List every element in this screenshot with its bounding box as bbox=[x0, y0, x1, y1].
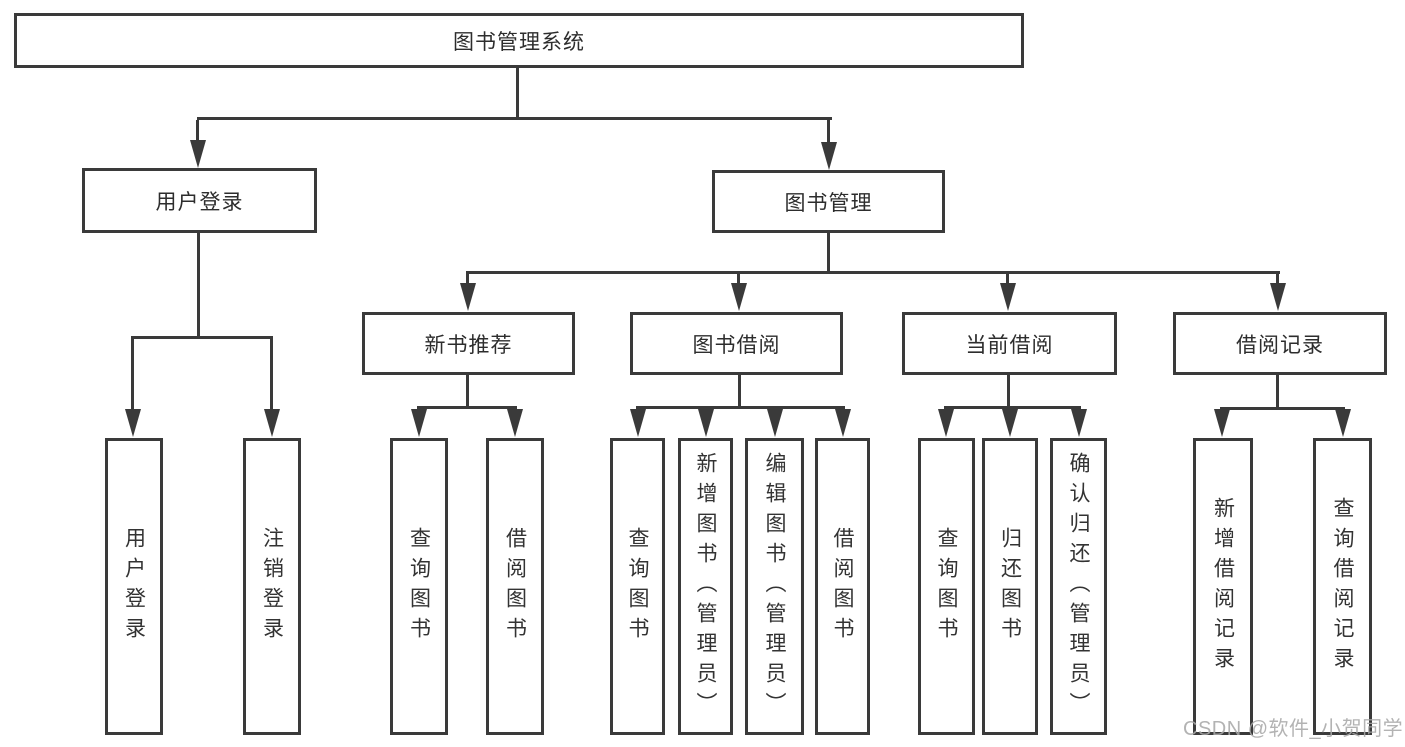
leaf-edit-book-admin-label: 编辑图书（管理员） bbox=[763, 451, 786, 722]
connector-book-management-stem bbox=[827, 233, 830, 271]
connector-book-borrow-stem bbox=[738, 375, 741, 406]
arrowhead-leaf-logout bbox=[264, 409, 280, 437]
arrowhead-leaf-borrow-2 bbox=[835, 409, 851, 437]
connector-to-current-borrow bbox=[1006, 274, 1009, 287]
node-current-borrow-label: 当前借阅 bbox=[965, 333, 1054, 357]
leaf-recommend-query-book: 查询图书 bbox=[390, 438, 448, 735]
node-borrow-records: 借阅记录 bbox=[1173, 312, 1387, 375]
leaf-recommend-borrow-book: 借阅图书 bbox=[486, 438, 544, 735]
connector-book-management-rail bbox=[466, 271, 1280, 274]
node-book-borrow-label: 图书借阅 bbox=[692, 333, 781, 357]
arrowhead-book-management bbox=[821, 142, 837, 170]
connector-to-new-book-recommend bbox=[466, 274, 469, 287]
connector-book-borrow-rail bbox=[636, 406, 845, 409]
leaf-query-borrow-record: 查询借阅记录 bbox=[1313, 438, 1372, 735]
leaf-logout: 注销登录 bbox=[243, 438, 301, 735]
arrowhead-leaf-query-record bbox=[1335, 409, 1351, 437]
arrowhead-user-login bbox=[190, 140, 206, 168]
leaf-query-borrow-record-label: 查询借阅记录 bbox=[1331, 496, 1354, 677]
leaf-edit-book-admin: 编辑图书（管理员） bbox=[745, 438, 804, 735]
connector-borrow-records-stem bbox=[1276, 375, 1279, 407]
leaf-logout-label: 注销登录 bbox=[260, 526, 284, 647]
csdn-watermark: CSDN @软件_小贺同学 bbox=[1183, 718, 1404, 740]
arrowhead-book-borrow bbox=[731, 283, 747, 311]
connector-current-borrow-rail bbox=[944, 406, 1081, 409]
node-root: 图书管理系统 bbox=[14, 13, 1024, 68]
leaf-return-book: 归还图书 bbox=[982, 438, 1038, 735]
arrowhead-leaf-query-3 bbox=[938, 409, 954, 437]
leaf-borrow-book-label: 借阅图书 bbox=[831, 526, 854, 647]
node-current-borrow: 当前借阅 bbox=[902, 312, 1117, 375]
arrowhead-leaf-query-2 bbox=[630, 409, 646, 437]
leaf-current-query-book-label: 查询图书 bbox=[935, 526, 958, 647]
node-new-book-recommend-label: 新书推荐 bbox=[424, 333, 513, 357]
arrowhead-leaf-add-record bbox=[1214, 409, 1230, 437]
leaf-borrow-query-book: 查询图书 bbox=[610, 438, 665, 735]
node-book-management: 图书管理 bbox=[712, 170, 945, 233]
arrowhead-leaf-user-login bbox=[125, 409, 141, 437]
leaf-add-book-admin: 新增图书（管理员） bbox=[678, 438, 733, 735]
leaf-current-query-book: 查询图书 bbox=[918, 438, 975, 735]
leaf-recommend-query-book-label: 查询图书 bbox=[407, 526, 431, 647]
leaf-user-login-label: 用户登录 bbox=[122, 526, 146, 647]
node-root-label: 图书管理系统 bbox=[453, 30, 585, 54]
connector-to-borrow-records bbox=[1276, 274, 1279, 287]
connector-current-borrow-stem bbox=[1007, 375, 1010, 406]
leaf-user-login: 用户登录 bbox=[105, 438, 163, 735]
connector-root-stem bbox=[516, 68, 519, 117]
node-user-login-label: 用户登录 bbox=[155, 190, 244, 214]
arrowhead-leaf-return-book bbox=[1002, 409, 1018, 437]
arrowhead-current-borrow bbox=[1000, 283, 1016, 311]
leaf-add-book-admin-label: 新增图书（管理员） bbox=[694, 451, 717, 722]
connector-root-rail bbox=[197, 117, 832, 120]
leaf-return-book-label: 归还图书 bbox=[998, 526, 1022, 647]
leaf-recommend-borrow-book-label: 借阅图书 bbox=[503, 526, 527, 647]
node-new-book-recommend: 新书推荐 bbox=[362, 312, 575, 375]
connector-user-login-stem bbox=[197, 233, 200, 336]
connector-to-book-management bbox=[827, 120, 830, 147]
connector-borrow-records-rail bbox=[1220, 407, 1345, 410]
arrowhead-borrow-records bbox=[1270, 283, 1286, 311]
node-user-login: 用户登录 bbox=[82, 168, 317, 233]
connector-to-leaf-user-login bbox=[131, 339, 134, 413]
leaf-confirm-return-admin: 确认归还（管理员） bbox=[1050, 438, 1107, 735]
leaf-borrow-book: 借阅图书 bbox=[815, 438, 870, 735]
leaf-add-borrow-record-label: 新增借阅记录 bbox=[1211, 496, 1235, 677]
arrowhead-leaf-add-book bbox=[698, 409, 714, 437]
connector-user-login-rail bbox=[131, 336, 273, 339]
arrowhead-new-book-recommend bbox=[460, 283, 476, 311]
connector-to-leaf-logout bbox=[270, 339, 273, 413]
connector-to-book-borrow bbox=[737, 274, 740, 287]
leaf-confirm-return-admin-label: 确认归还（管理员） bbox=[1067, 451, 1090, 722]
leaf-add-borrow-record: 新增借阅记录 bbox=[1193, 438, 1253, 735]
arrowhead-leaf-confirm-return bbox=[1071, 409, 1087, 437]
node-book-borrow: 图书借阅 bbox=[630, 312, 843, 375]
arrowhead-leaf-borrow-1 bbox=[507, 409, 523, 437]
node-borrow-records-label: 借阅记录 bbox=[1236, 333, 1324, 357]
arrowhead-leaf-edit-book bbox=[767, 409, 783, 437]
connector-new-book-rail bbox=[417, 406, 517, 409]
connector-to-user-login bbox=[196, 120, 199, 145]
leaf-borrow-query-book-label: 查询图书 bbox=[626, 526, 649, 647]
connector-new-book-stem bbox=[466, 375, 469, 406]
node-book-management-label: 图书管理 bbox=[784, 191, 873, 215]
arrowhead-leaf-query-1 bbox=[411, 409, 427, 437]
